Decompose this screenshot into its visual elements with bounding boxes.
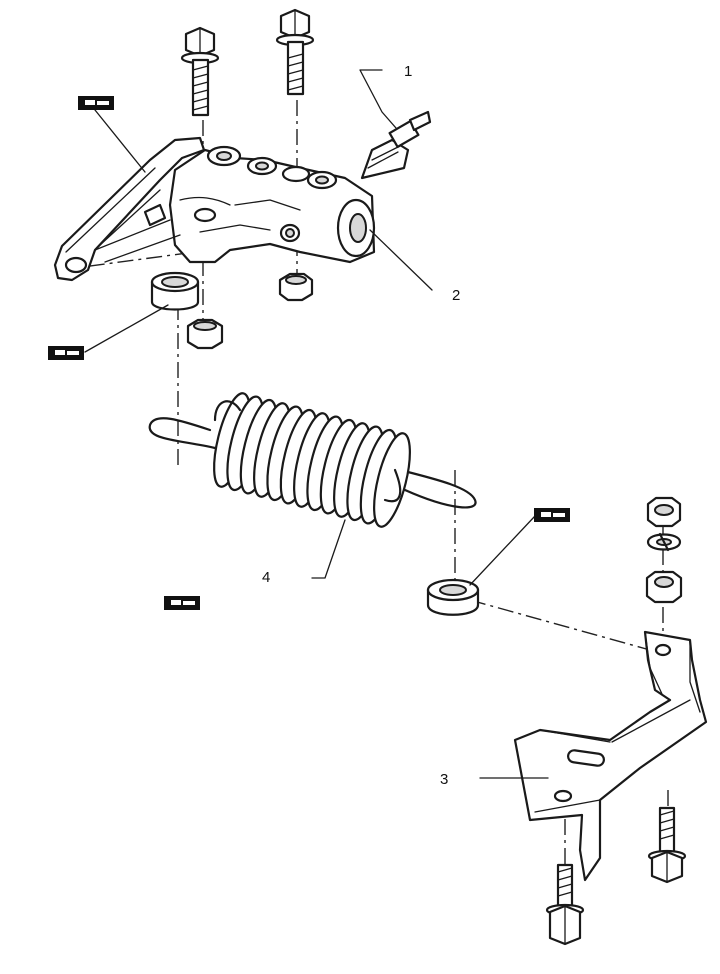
lubricant-symbol-icon — [48, 346, 84, 360]
callout-3-label: 3 — [440, 771, 448, 788]
coil-spring — [148, 392, 477, 528]
upper-bushing — [150, 271, 200, 311]
callout-4-label: 4 — [262, 569, 270, 586]
lower-bushing — [426, 578, 480, 616]
callout-1-label: 1 — [404, 63, 412, 80]
lubricant-symbol-icon — [164, 596, 200, 610]
valve-nut-right — [278, 272, 314, 302]
valve-body — [168, 145, 376, 264]
spring-washer — [646, 532, 682, 552]
upper-bolt-left — [180, 26, 220, 117]
lubricant-symbol-icon — [78, 96, 114, 110]
callout-2-label: 2 — [452, 287, 460, 304]
lever-arm — [53, 136, 206, 282]
mounting-bracket — [513, 630, 708, 882]
bracket-bolt-bottom — [545, 863, 585, 946]
callout-leaders — [84, 69, 549, 779]
upper-bolt-right — [275, 8, 315, 96]
lubricant-symbol-icon — [534, 508, 570, 522]
bracket-top-nut — [646, 496, 682, 528]
bracket-bolt-side — [647, 806, 687, 884]
bracket-lower-nut — [645, 570, 683, 604]
spring-coil — [373, 432, 411, 528]
valve-nut-left — [186, 318, 224, 350]
bleeder-screw — [360, 110, 432, 180]
